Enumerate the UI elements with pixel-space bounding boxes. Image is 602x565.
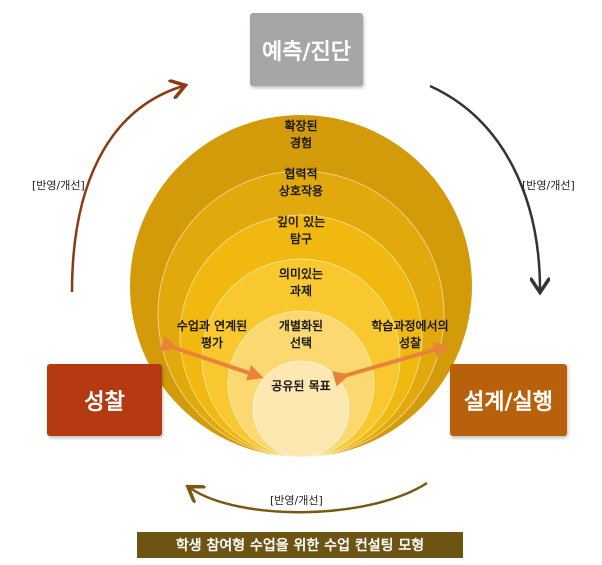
layer-label-shared-goal: 공유된 목표 bbox=[271, 379, 331, 393]
right-cycle-arrow bbox=[429, 84, 540, 290]
right-double-arrow bbox=[332, 342, 450, 387]
node-reflection: 성찰 bbox=[47, 364, 162, 436]
node-forecast-diagnosis: 예측/진단 bbox=[250, 13, 363, 86]
node-design-execution: 설계/실행 bbox=[450, 364, 567, 436]
bottom-cycle-arrow bbox=[190, 481, 428, 514]
left-cycle-arrow bbox=[70, 86, 183, 293]
cycle-label-right: [반영/개선] bbox=[522, 179, 575, 192]
layer-circle-6 bbox=[252, 360, 350, 458]
cycle-label-bottom: [반영/개선] bbox=[270, 494, 323, 507]
cycle-label-left: [반영/개선] bbox=[32, 179, 85, 192]
footer-title-banner: 학생 참여형 수업을 위한 수업 컨설팅 모형 bbox=[137, 532, 463, 558]
left-double-arrow bbox=[159, 336, 264, 381]
